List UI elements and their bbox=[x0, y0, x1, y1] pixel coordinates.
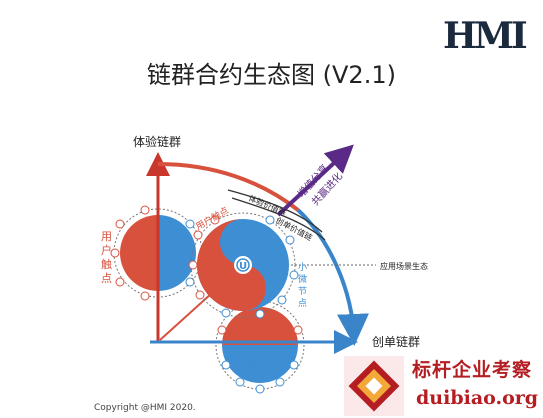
watermark-logo-icon bbox=[344, 356, 404, 416]
hmi-logo: HMI bbox=[443, 15, 528, 57]
watermark: 标杆企业考察 duibiao.org bbox=[340, 354, 543, 418]
right-node-char-2: 微 bbox=[298, 273, 307, 285]
right-node-char-3: 节 bbox=[298, 286, 307, 297]
copyright-text: Copyright @HMI 2020. bbox=[94, 403, 196, 413]
right-node-label: 小 微 节 点 bbox=[298, 262, 310, 309]
left-node-char-4: 点 bbox=[101, 272, 112, 285]
arc-red bbox=[157, 162, 300, 212]
center-glyph: U bbox=[239, 261, 247, 272]
left-node-char-2: 户 bbox=[101, 243, 112, 257]
curve-upper bbox=[227, 189, 323, 233]
left-node-circle bbox=[110, 205, 203, 301]
left-node-char-3: 触 bbox=[101, 257, 112, 271]
x-axis-label: 创单链群 bbox=[372, 334, 420, 349]
right-node-char-4: 点 bbox=[298, 298, 307, 309]
arc-blue bbox=[296, 208, 369, 346]
scene-label: 应用场景生态 bbox=[380, 261, 428, 271]
left-node-char-1: 用 bbox=[101, 230, 112, 243]
right-node-char-1: 小 bbox=[298, 262, 307, 273]
page-title: 链群合约生态图 (V2.1) bbox=[147, 61, 396, 89]
watermark-line2: duibiao.org bbox=[416, 387, 539, 409]
y-axis-label: 体验链群 bbox=[133, 134, 181, 149]
growth-arrow bbox=[276, 144, 354, 217]
left-node-label: 用 户 触 点 bbox=[101, 230, 116, 285]
center-yin-yang bbox=[188, 212, 299, 319]
bottom-node-circle bbox=[215, 300, 305, 394]
curve-lower bbox=[231, 197, 326, 241]
watermark-line1: 标杆企业考察 bbox=[412, 359, 533, 381]
